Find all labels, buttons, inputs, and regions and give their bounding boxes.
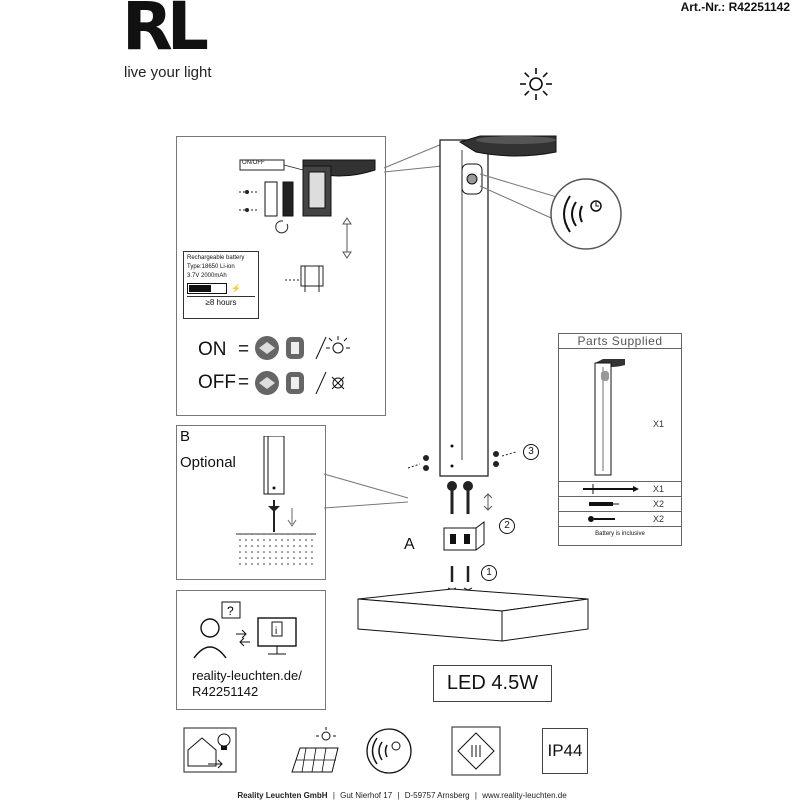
footer-city: D-59757 Arnsberg: [404, 791, 470, 800]
support-url-line1[interactable]: reality-leuchten.de/: [192, 668, 302, 683]
support-box: [176, 590, 326, 710]
ground-spike-icon: [583, 484, 639, 494]
led-power-badge: LED 4.5W: [433, 665, 552, 702]
footer-address: Gut Nierhof 17: [340, 791, 393, 800]
support-illustration: ? i: [193, 601, 297, 659]
wall-plug-icon: [589, 502, 619, 506]
off-label: OFF: [198, 372, 236, 393]
off-equals: =: [238, 372, 250, 393]
parts-qty-anchor: X2: [653, 499, 665, 509]
step-2-marker: 2: [499, 518, 515, 534]
parts-row-anchor: X2: [559, 497, 681, 512]
sensor-callout-lines: [479, 173, 561, 223]
battery-line-1: Rechargeable battery: [187, 255, 245, 261]
bracket-assembly: [443, 481, 493, 593]
protection-class-icon: [451, 726, 501, 776]
on-icons: [255, 336, 350, 360]
callout-lines: [383, 143, 443, 173]
battery-line-2: Type:18650 Li-ion: [187, 264, 235, 270]
parts-row-screw: X2: [559, 512, 681, 527]
house-bulb-icon: [183, 727, 237, 773]
parts-table: Parts Supplied X1 X1 X2 X2 Battery is in…: [558, 333, 682, 546]
parts-header: Parts Supplied: [559, 334, 681, 349]
lamp-thumbnail-icon: [594, 359, 625, 476]
inset-b-letter: B: [180, 428, 191, 445]
ground-spike-illustration: [236, 436, 316, 568]
solar-panel-icon: [291, 727, 339, 773]
on-label: ON: [198, 339, 227, 360]
svg-text:i: i: [275, 626, 277, 637]
lamp-head-detail: [239, 159, 376, 292]
step-3-marker: 3: [523, 444, 539, 460]
mounting-screws: [407, 451, 517, 471]
parts-row-spike: X1: [559, 482, 681, 497]
bollard-lamp: [439, 135, 557, 477]
optional-inset-box: [176, 425, 326, 580]
battery-duration: ≥8 hours: [187, 296, 255, 307]
ip-rating-badge: IP44: [542, 728, 588, 774]
battery-line-3: 3.7V 2000mAh: [187, 273, 227, 279]
motion-sensor-icon: [550, 178, 622, 250]
sun-icon: [520, 68, 552, 100]
footer-web[interactable]: www.reality-leuchten.de: [482, 791, 567, 800]
inset-b-title: Optional: [180, 454, 236, 471]
parts-qty-lamp: X1: [653, 419, 665, 429]
install-label-a: A: [404, 536, 415, 553]
support-url-line2: R42251142: [192, 684, 259, 699]
battery-inset-box: [176, 136, 386, 416]
parts-note: Battery is inclusive: [595, 531, 645, 537]
brand-tagline: live your light: [124, 64, 212, 81]
optional-callout-lines: [323, 473, 409, 509]
article-number: Art.-Nr.: R42251142: [680, 0, 790, 14]
on-equals: =: [238, 339, 250, 360]
off-icons: [255, 371, 345, 395]
concrete-block: [357, 588, 589, 642]
brand-logo: RL: [122, 0, 209, 65]
switch-label: ON/OFF: [242, 160, 265, 166]
motion-sensor-small-icon: [366, 728, 412, 774]
battery-info-card: Rechargeable battery Type:18650 Li-ion 3…: [183, 251, 259, 319]
screw-icon: [588, 516, 615, 522]
svg-text:?: ?: [227, 604, 234, 618]
charge-bolt-icon: ⚡: [231, 284, 241, 293]
parts-qty-spike: X1: [653, 484, 665, 494]
battery-level-icon: [187, 283, 227, 294]
step-1-marker: 1: [481, 565, 497, 581]
footer-company: Reality Leuchten GmbH: [237, 791, 328, 800]
parts-row-lamp: X1: [559, 349, 681, 482]
footer: Reality Leuchten GmbH | Gut Nierhof 17 |…: [237, 791, 567, 800]
parts-qty-screw: X2: [653, 514, 665, 524]
